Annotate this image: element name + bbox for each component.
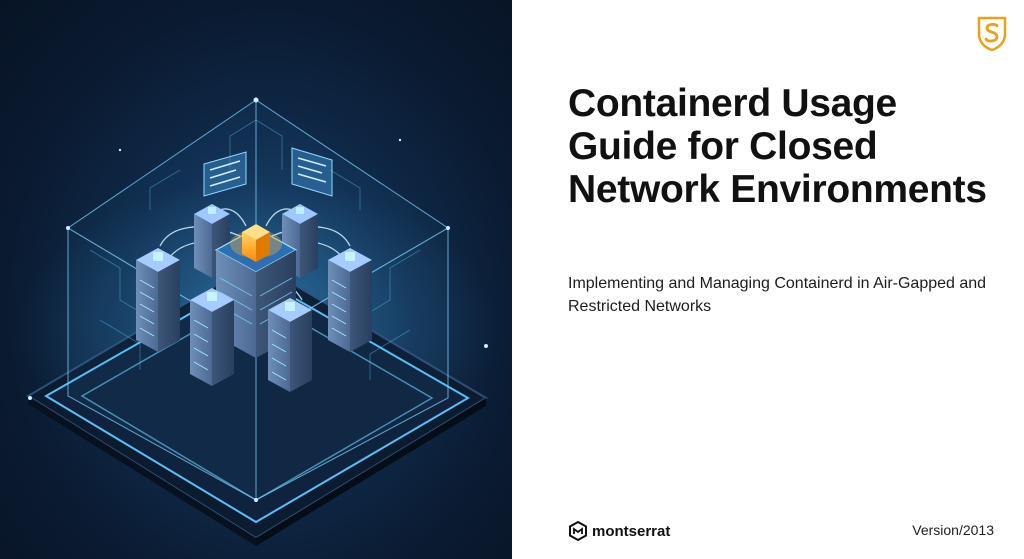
- title-panel: Containerd Usage Guide for Closed Networ…: [512, 0, 1024, 559]
- shield-s-icon: [977, 16, 1007, 52]
- sparkle-dots: [28, 97, 488, 502]
- container-core-cube: [230, 224, 282, 262]
- brand-logo: montserrat: [568, 520, 670, 542]
- hero-illustration: [0, 0, 512, 559]
- page-title: Containerd Usage Guide for Closed Networ…: [568, 82, 987, 211]
- isometric-container-network-illustration: [18, 97, 498, 546]
- server-tower-front-right: [268, 298, 312, 392]
- subtitle: Implementing and Managing Containerd in …: [568, 275, 987, 315]
- server-tower-right: [328, 248, 372, 352]
- server-tower-front-left: [190, 288, 234, 386]
- hexagon-logo-icon: [569, 521, 587, 541]
- circuit-traces: [89, 119, 421, 380]
- brand-name: montserrat: [592, 522, 671, 540]
- floating-panel-left: [203, 151, 247, 197]
- floating-panel-right: [291, 147, 333, 197]
- server-tower-left: [136, 248, 180, 352]
- version-label: Version/2013: [912, 522, 994, 538]
